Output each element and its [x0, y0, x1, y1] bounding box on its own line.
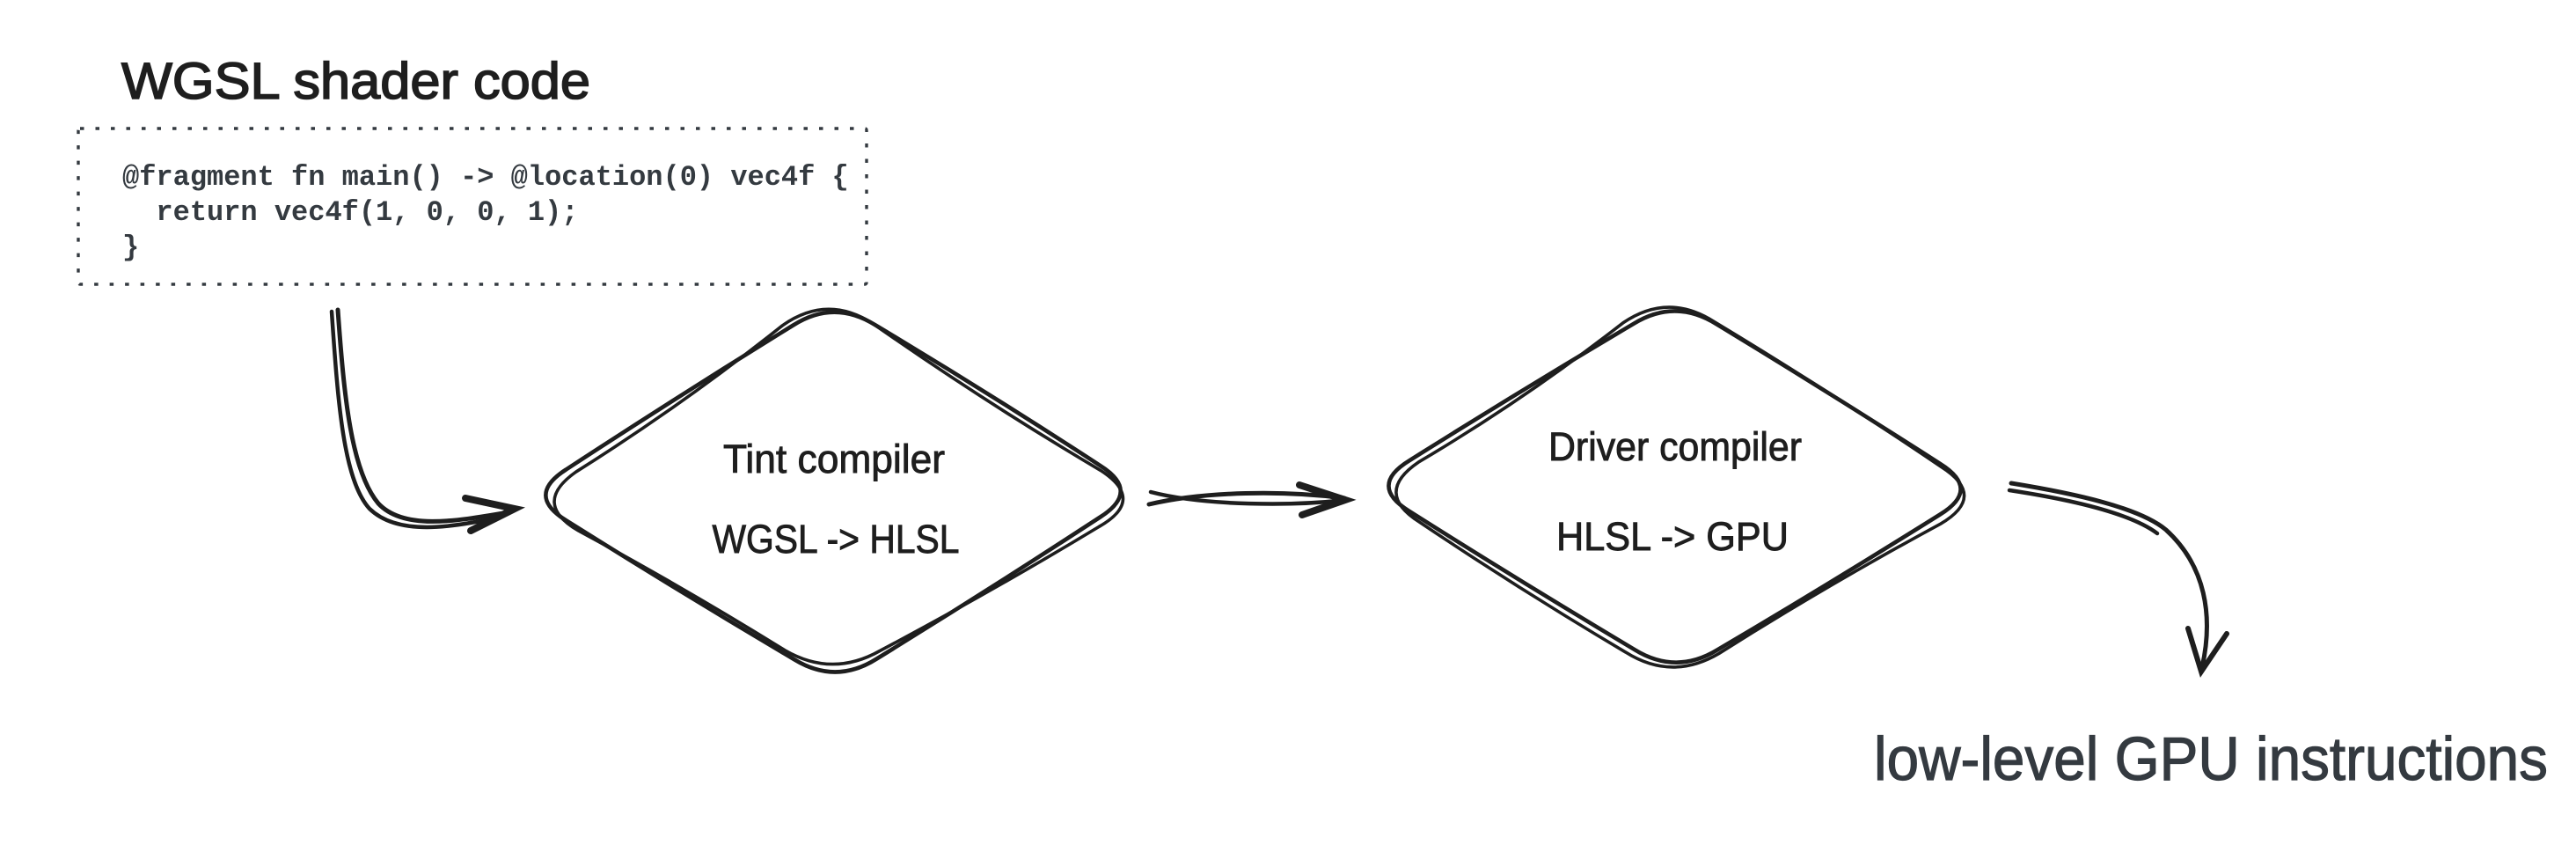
- svg-text:WGSL shader code: WGSL shader code: [121, 53, 590, 110]
- svg-text:Tint compiler: Tint compiler: [723, 437, 945, 481]
- svg-text:return vec4f(1, 0, 0, 1);: return vec4f(1, 0, 0, 1);: [122, 196, 578, 229]
- svg-text:HLSL -> GPU: HLSL -> GPU: [1556, 514, 1789, 559]
- svg-text:Driver compiler: Driver compiler: [1548, 424, 1802, 469]
- svg-text:WGSL -> HLSL: WGSL -> HLSL: [713, 517, 960, 562]
- svg-text:low-level GPU instructions: low-level GPU instructions: [1874, 724, 2548, 793]
- svg-text:@fragment fn main() -> @locati: @fragment fn main() -> @location(0) vec4…: [122, 161, 849, 194]
- svg-text:}: }: [122, 231, 139, 264]
